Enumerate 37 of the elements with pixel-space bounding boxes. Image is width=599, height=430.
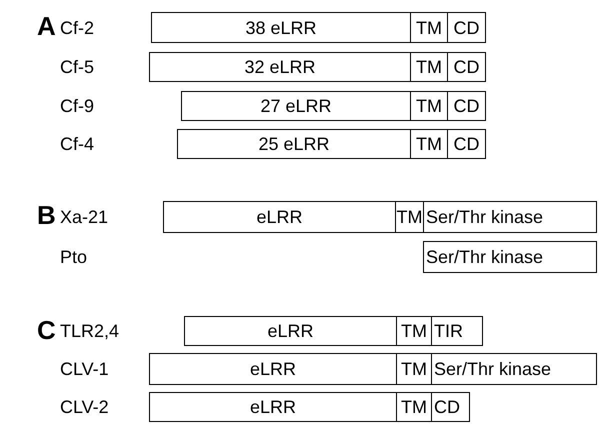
domain-box: TIR [431,316,483,346]
domain-box: TM [410,129,448,159]
domain-box: CD [431,392,470,422]
domain-box: TM [396,316,432,346]
domain-box: TM [410,91,448,121]
domain-box: 32 eLRR [149,52,411,82]
domain-box: CD [447,129,486,159]
domain-box: 25 eLRR [177,129,411,159]
protein-name: Cf-4 [60,135,94,153]
domain-box: eLRR [184,316,397,346]
panel-letter: C [37,317,56,343]
protein-name: TLR2,4 [60,322,120,340]
domain-box: eLRR [149,353,397,385]
domain-box: 27 eLRR [181,91,411,121]
domain-box: Ser/Thr kinase [423,241,597,273]
protein-name: Cf-9 [60,97,94,115]
protein-name: CLV-2 [60,398,109,416]
domain-box: Ser/Thr kinase [423,201,597,233]
domain-box: CD [447,91,486,121]
domain-box: TM [396,353,432,385]
domain-box: eLRR [149,392,397,422]
protein-name: Cf-2 [60,18,94,36]
domain-box: TM [395,201,424,233]
domain-box: Ser/Thr kinase [431,353,597,385]
domain-box: TM [410,52,448,82]
protein-name: Pto [60,248,88,266]
protein-name: Cf-5 [60,58,94,76]
domain-box: CD [447,52,486,82]
panel-letter: B [37,202,56,228]
protein-name: Xa-21 [60,208,108,226]
domain-box: eLRR [163,201,396,233]
domain-box: 38 eLRR [151,12,411,43]
domain-box: TM [410,12,448,43]
protein-name: CLV-1 [60,360,109,378]
domain-box: TM [396,392,432,422]
panel-letter: A [37,13,56,39]
domain-box: CD [447,12,486,43]
